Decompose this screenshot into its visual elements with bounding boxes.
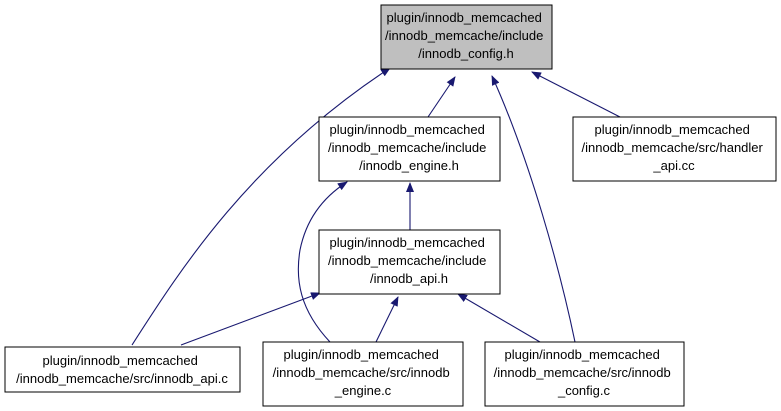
node-label-line: /innodb_memcache/include [328,253,486,268]
svg-text:plugin/innodb_memcached: plugin/innodb_memcached /innodb_memcache… [494,347,675,398]
svg-text:plugin/innodb_memcached: plugin/innodb_memcached /innodb_memcache… [581,122,766,173]
svg-text:plugin/innodb_memcached: plugin/innodb_memcached /innodb_memcache… [328,122,490,173]
node-label-line: plugin/innodb_memcached [594,122,749,137]
node-label-line: /innodb_memcache/src/innodb [273,365,450,380]
node-innodb-config-c[interactable]: plugin/innodb_memcached /innodb_memcache… [484,341,685,407]
node-handler-api-cc[interactable]: plugin/innodb_memcached /innodb_memcache… [572,116,777,182]
node-box [484,341,685,407]
node-label-line: /innodb_engine.h [359,158,459,173]
node-label-line: /innodb_memcache/src/handler [581,140,763,155]
node-label-line: plugin/innodb_memcached [329,235,484,250]
node-box [262,341,464,407]
node-label-line: _config.c [557,383,611,398]
node-label-line: /innodb_config.h [418,46,513,61]
node-label-line: _engine.c [334,383,392,398]
edge-engine-c-to-api-h [375,296,399,343]
node-box [380,4,553,70]
node-label-line: plugin/innodb_memcached [42,353,197,368]
node-box [4,346,241,393]
edge-config-c-to-api-h [457,293,541,343]
node-label-line: plugin/innodb_memcached [283,347,438,362]
edge-api-c-to-config-h [131,67,391,346]
edge-config-c-to-config-h [491,75,576,343]
node-label-line: _api.cc [652,158,695,173]
svg-text:plugin/innodb_memcached: plugin/innodb_memcached /innodb_memcache… [16,353,228,386]
edge-engine-h-to-config-h [427,76,456,118]
svg-text:plugin/innodb_memcached: plugin/innodb_memcached /innodb_memcache… [385,10,547,61]
edge-engine-c-to-engine-h [297,181,348,343]
node-innodb-engine-h[interactable]: plugin/innodb_memcached /innodb_memcache… [318,116,501,182]
node-innodb-api-h[interactable]: plugin/innodb_memcached /innodb_memcache… [318,229,501,295]
node-label-line: /innodb_memcache/include [385,28,543,43]
node-label-line: /innodb_memcache/src/innodb [494,365,671,380]
edge-api-c-to-api-h [180,292,321,346]
node-box [318,229,501,295]
node-label-line: /innodb_memcache/src/innodb_api.c [16,371,228,386]
node-label-line: plugin/innodb_memcached [329,122,484,137]
node-label-line: /innodb_api.h [370,271,448,286]
svg-text:plugin/innodb_memcached: plugin/innodb_memcached /innodb_memcache… [273,347,454,398]
node-innodb-api-c[interactable]: plugin/innodb_memcached /innodb_memcache… [4,346,241,393]
node-label-line: plugin/innodb_memcached [504,347,659,362]
node-label-line: /innodb_memcache/include [328,140,486,155]
svg-text:plugin/innodb_memcached: plugin/innodb_memcached /innodb_memcache… [328,235,490,286]
edges [131,67,621,346]
node-box [572,116,777,182]
node-innodb-config-h[interactable]: plugin/innodb_memcached /innodb_memcache… [380,4,553,70]
edge-handler-api-cc-to-config-h [531,71,621,118]
node-innodb-engine-c[interactable]: plugin/innodb_memcached /innodb_memcache… [262,341,464,407]
node-label-line: plugin/innodb_memcached [386,10,541,25]
node-box [318,116,501,182]
